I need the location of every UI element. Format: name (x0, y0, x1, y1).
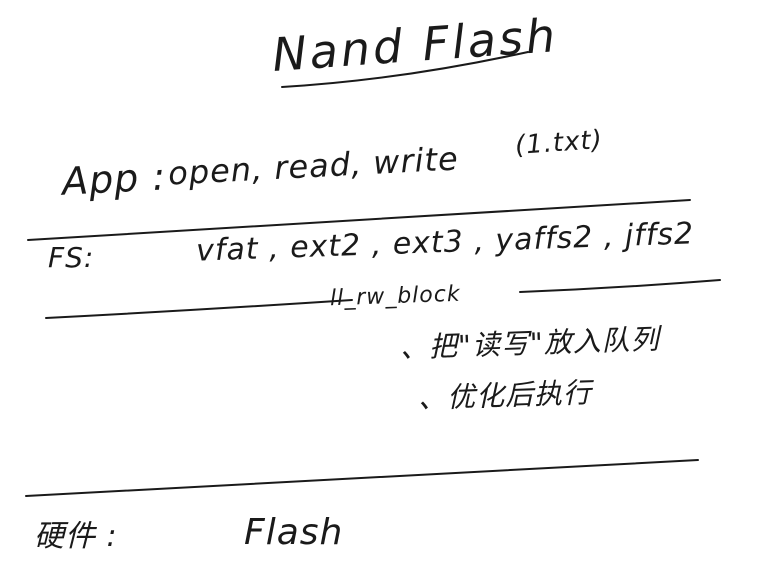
app-layer-note: (1.txt) (514, 124, 604, 162)
app-layer-label: App : (60, 154, 168, 204)
fs-underline-left (45, 299, 353, 319)
hardware-layer-value: Flash (244, 512, 344, 553)
title-underline (281, 51, 529, 88)
app-fs-divider (27, 199, 691, 241)
fs-hardware-divider (25, 459, 699, 497)
hardware-layer-label: 硬件 : (34, 519, 118, 554)
fs-underline-right (519, 279, 721, 293)
fs-layer-function: ll_rw_block (329, 281, 462, 312)
fs-layer-label: FS: (48, 241, 95, 274)
optimize-note: 、优化后执行 (417, 375, 593, 416)
